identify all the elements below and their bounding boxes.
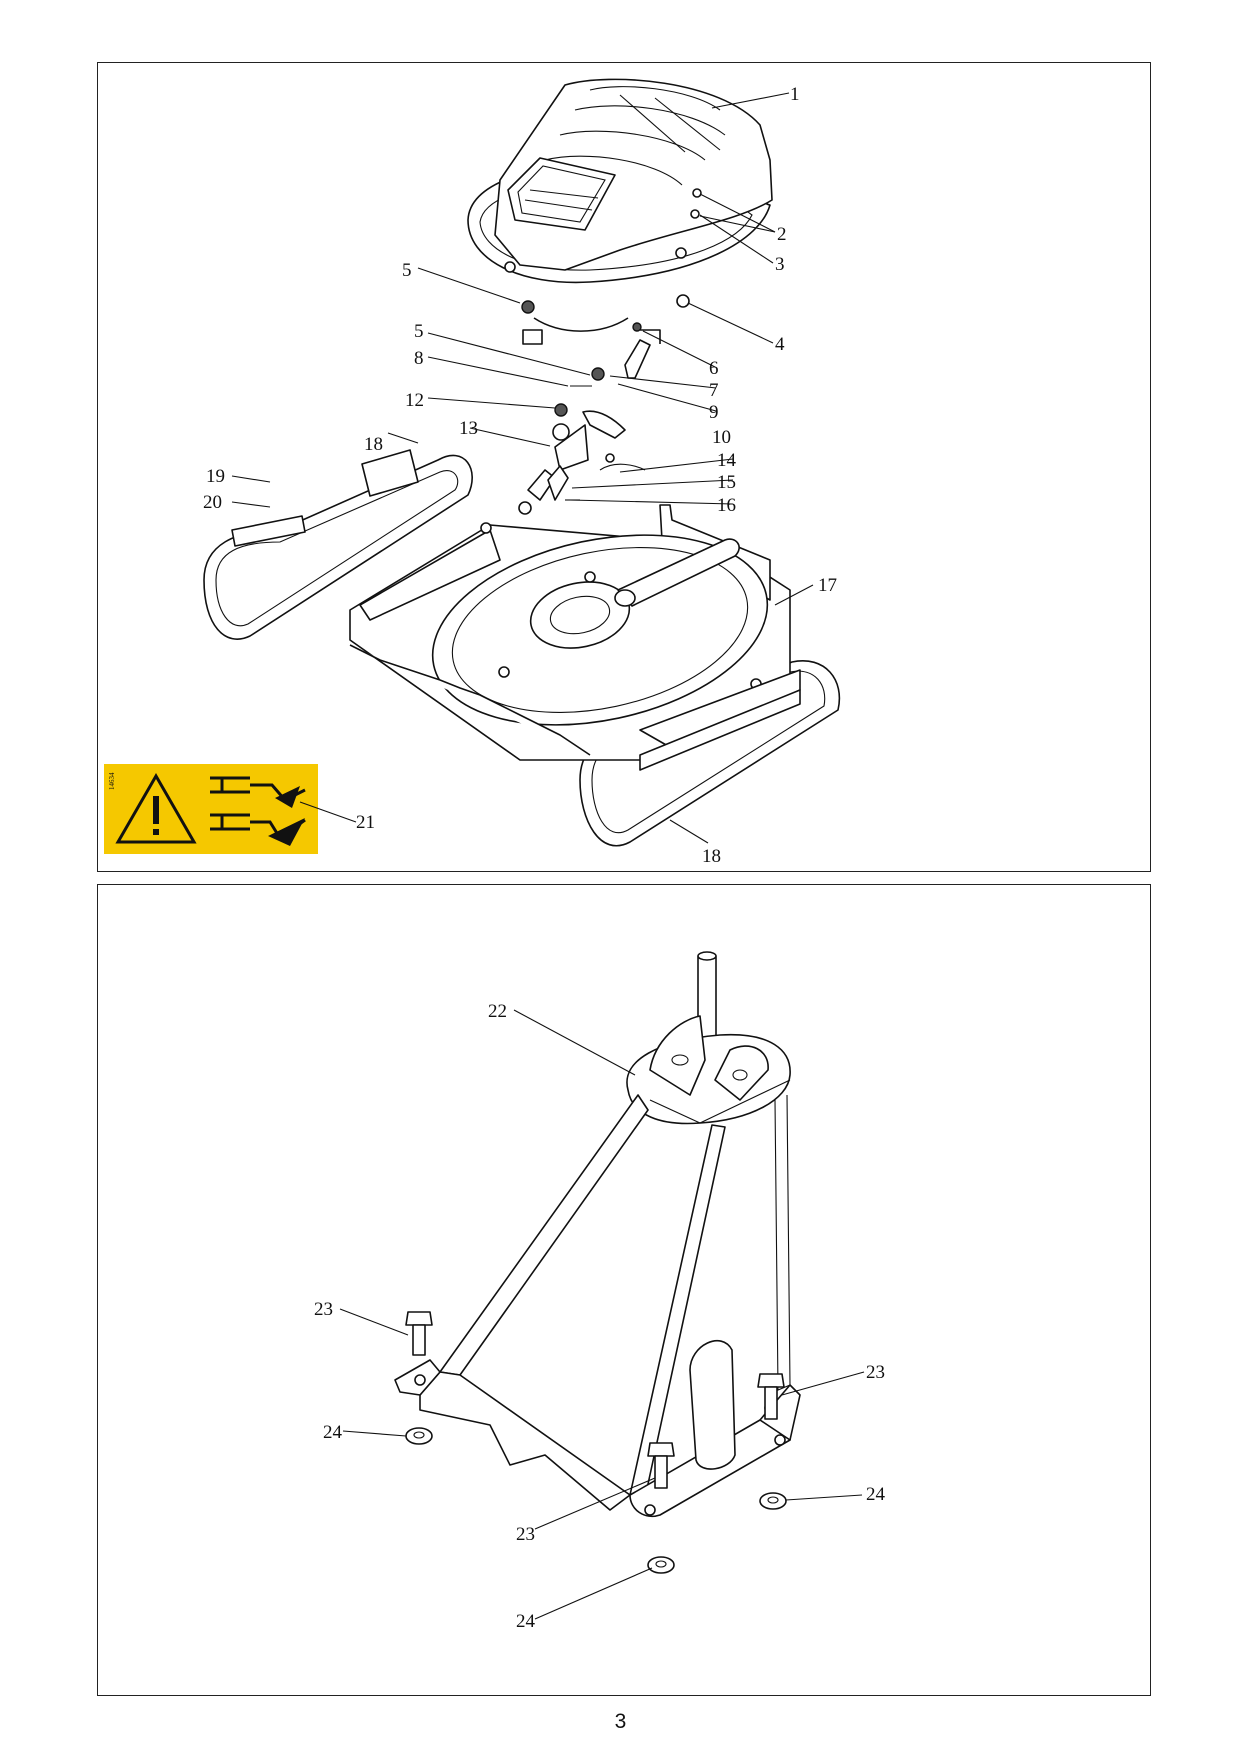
- bottom-diagram-panel: [97, 884, 1151, 1696]
- callout-21: 21: [356, 812, 375, 833]
- callout-5a: 5: [402, 260, 412, 281]
- callout-7: 7: [709, 380, 719, 401]
- callout-12: 12: [405, 390, 424, 411]
- callout-22: 22: [488, 1001, 507, 1022]
- callout-15: 15: [717, 472, 736, 493]
- callout-9: 9: [709, 402, 719, 423]
- callout-20: 20: [203, 492, 222, 513]
- callouts-top: 1 2 3 4 5 5 6 7 8 9 12 10 13 14 18 15 19…: [203, 84, 837, 867]
- stand-assembly: [394, 951, 801, 1517]
- cover-assembly: [467, 78, 773, 284]
- callout-24a: 24: [323, 1422, 343, 1443]
- callout-6: 6: [709, 358, 719, 379]
- callout-8: 8: [414, 348, 424, 369]
- callout-24c: 24: [516, 1611, 536, 1632]
- bolts-and-nuts: [405, 1311, 787, 1574]
- label-code: 14634: [108, 772, 116, 790]
- leader-lines-bottom: [339, 1009, 865, 1620]
- callout-4: 4: [775, 334, 785, 355]
- callout-19: 19: [206, 466, 225, 487]
- callout-24b: 24: [866, 1484, 886, 1505]
- page-number: 3: [614, 1710, 627, 1733]
- callout-10: 10: [712, 427, 731, 448]
- callout-18b: 18: [702, 846, 721, 867]
- warning-label: 14634: [104, 764, 318, 854]
- callout-23b: 23: [866, 1362, 885, 1383]
- callout-14: 14: [717, 450, 737, 471]
- hardware-parts: [518, 294, 690, 515]
- callout-1: 1: [790, 84, 800, 105]
- callout-13: 13: [459, 418, 478, 439]
- callout-5b: 5: [414, 321, 424, 342]
- callout-2: 2: [777, 224, 787, 245]
- callout-23c: 23: [516, 1524, 535, 1545]
- callout-17: 17: [818, 575, 837, 596]
- callouts-bottom: 22 23 23 24 24 23 24: [314, 1001, 886, 1632]
- callout-23a: 23: [314, 1299, 333, 1320]
- chassis-with-disc: [349, 504, 801, 771]
- callout-16: 16: [717, 495, 736, 516]
- leader-lines-top: [231, 92, 814, 844]
- callout-3: 3: [775, 254, 785, 275]
- callout-18a: 18: [364, 434, 383, 455]
